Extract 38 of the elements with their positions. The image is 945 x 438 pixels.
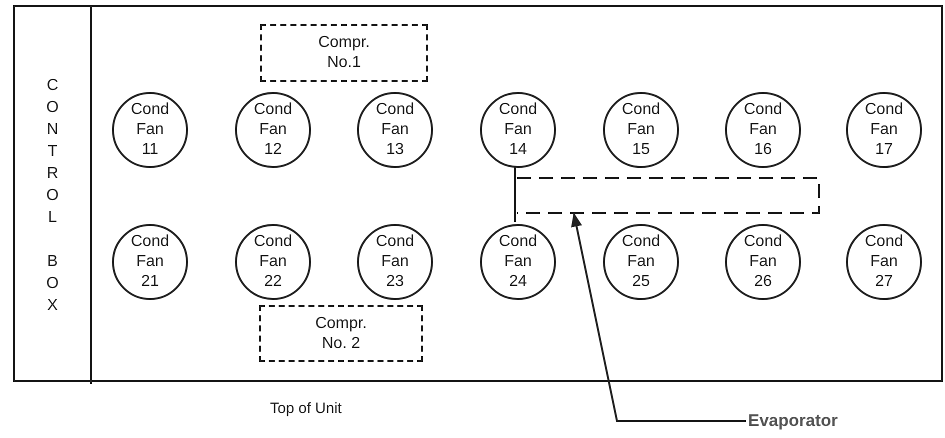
fan-label: Cond Fan 15: [620, 100, 662, 160]
fan-label: Cond Fan 14: [498, 100, 538, 160]
fan-label: Cond Fan 17: [864, 100, 904, 160]
fan-circle: [357, 92, 433, 168]
fan-label: Cond Fan 22: [252, 232, 294, 292]
fan-label: Cond Fan 12: [252, 100, 294, 160]
leader-line: [571, 212, 746, 422]
fan-label: Cond Fan 21: [130, 232, 170, 292]
fan-circle: [846, 92, 922, 168]
fan-circle: [357, 224, 433, 300]
fan-circle: [725, 224, 801, 300]
callout-label: Evaporator: [748, 408, 908, 434]
fan-circle: [235, 92, 311, 168]
fan-circle: [480, 92, 556, 168]
fan-label: Cond Fan 16: [742, 100, 784, 160]
compressor-label: Compr. No.1: [317, 33, 371, 73]
fan-label: Cond Fan 11: [130, 100, 170, 160]
fan-label: Cond Fan 26: [742, 232, 784, 292]
fan-circle: [603, 224, 679, 300]
fan-circle: [603, 92, 679, 168]
compressor-box: [259, 305, 423, 362]
fan-label: Cond Fan 13: [374, 100, 416, 160]
fan-label: Cond Fan 23: [374, 232, 416, 292]
fan-circle: [235, 224, 311, 300]
fan-circle: [725, 92, 801, 168]
unit-caption: Top of Unit: [270, 400, 342, 417]
evaporator-outline: [517, 177, 820, 214]
fan-label: Cond Fan 27: [864, 232, 904, 292]
connector-line: [514, 166, 516, 222]
fan-circle: [846, 224, 922, 300]
compressor-box: [260, 24, 428, 82]
fan-circle: [112, 92, 188, 168]
fan-label: Cond Fan 25: [620, 232, 662, 292]
fan-label: Cond Fan 24: [498, 232, 538, 292]
fan-circle: [112, 224, 188, 300]
vertical-label: CONTROL BOX: [46, 76, 59, 316]
fan-circle: [480, 224, 556, 300]
compressor-label: Compr. No. 2: [314, 314, 368, 354]
